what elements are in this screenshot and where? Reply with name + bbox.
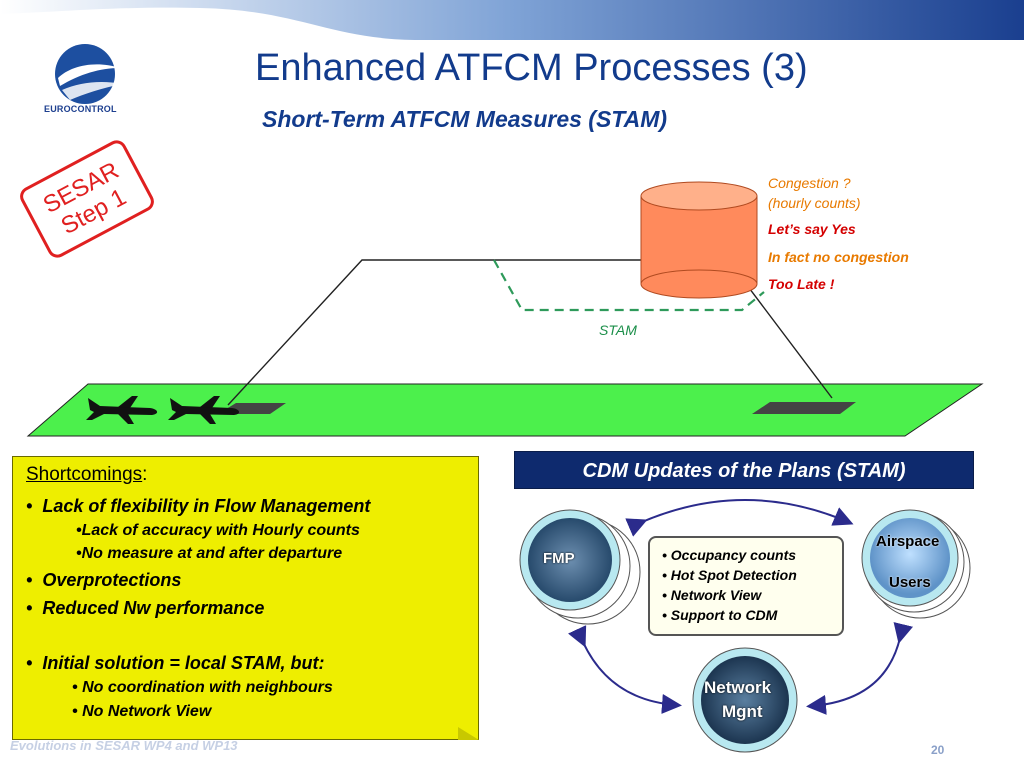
airspace-label-line2: Users (889, 574, 931, 591)
aircraft-icon (86, 396, 158, 424)
aircraft-icon (168, 396, 240, 424)
info-item: • Support to CDM (662, 607, 778, 623)
shortcoming-item: • Lack of flexibility in Flow Management (26, 496, 371, 516)
shortcomings-box (12, 456, 479, 740)
airspace-users-actor (861, 509, 971, 619)
shortcoming-subitem: • No coordination with neighbours (72, 679, 333, 696)
arrival-runway (752, 402, 856, 414)
stam-trajectory (493, 259, 765, 312)
page-title: Enhanced ATFCM Processes (3) (255, 47, 808, 89)
note-hourly-counts: (hourly counts) (768, 195, 861, 211)
arrow-fmp-network (568, 625, 682, 714)
shortcomings-heading: Shortcomings: (26, 464, 148, 485)
shortcoming-item: • Initial solution = local STAM, but: (26, 653, 325, 673)
eurocontrol-logo (55, 44, 122, 104)
note-congestion: Congestion ? (768, 175, 851, 191)
note-no-congestion: In fact no congestion (768, 249, 909, 265)
flight-profile-diagram (26, 181, 984, 437)
shortcoming-item: • Reduced Nw performance (26, 598, 265, 618)
page-subtitle: Short-Term ATFCM Measures (STAM) (262, 106, 668, 132)
note-too-late: Too Late ! (768, 276, 835, 292)
info-item: • Hot Spot Detection (662, 567, 797, 583)
arrow-fmp-airspace (625, 499, 854, 537)
note-lets-say-yes: Let’s say Yes (768, 221, 856, 237)
footer-text: Evolutions in SESAR WP4 and WP13 (10, 738, 238, 753)
info-item: • Occupancy counts (662, 547, 797, 563)
page-fold (458, 727, 479, 740)
shortcoming-subitem: • No Network View (72, 703, 212, 720)
cdm-info-box (648, 536, 844, 636)
header-band (0, 0, 1024, 40)
congestion-cylinder (640, 181, 758, 299)
planned-trajectory (227, 259, 833, 406)
logo-text: EUROCONTROL (44, 104, 117, 114)
page-number: 20 (931, 743, 945, 757)
network-mgnt-actor (692, 647, 798, 753)
cdm-network-diagram (519, 499, 971, 753)
shortcoming-item: • Overprotections (26, 570, 182, 590)
cdm-banner: CDM Updates of the Plans (STAM) (514, 451, 974, 489)
network-label-line1: Network (704, 678, 772, 697)
stam-label: STAM (599, 322, 637, 338)
shortcoming-subitem: •No measure at and after departure (76, 545, 343, 562)
network-label-line2: Mgnt (722, 702, 763, 721)
shortcoming-subitem: •Lack of accuracy with Hourly counts (76, 522, 360, 539)
fmp-label: FMP (543, 550, 575, 567)
airspace-label-line1: Airspace (876, 533, 940, 550)
fmp-actor (519, 509, 641, 625)
arrow-airspace-network (806, 622, 914, 715)
info-item: • Network View (662, 587, 762, 603)
ground-plane (26, 383, 984, 437)
